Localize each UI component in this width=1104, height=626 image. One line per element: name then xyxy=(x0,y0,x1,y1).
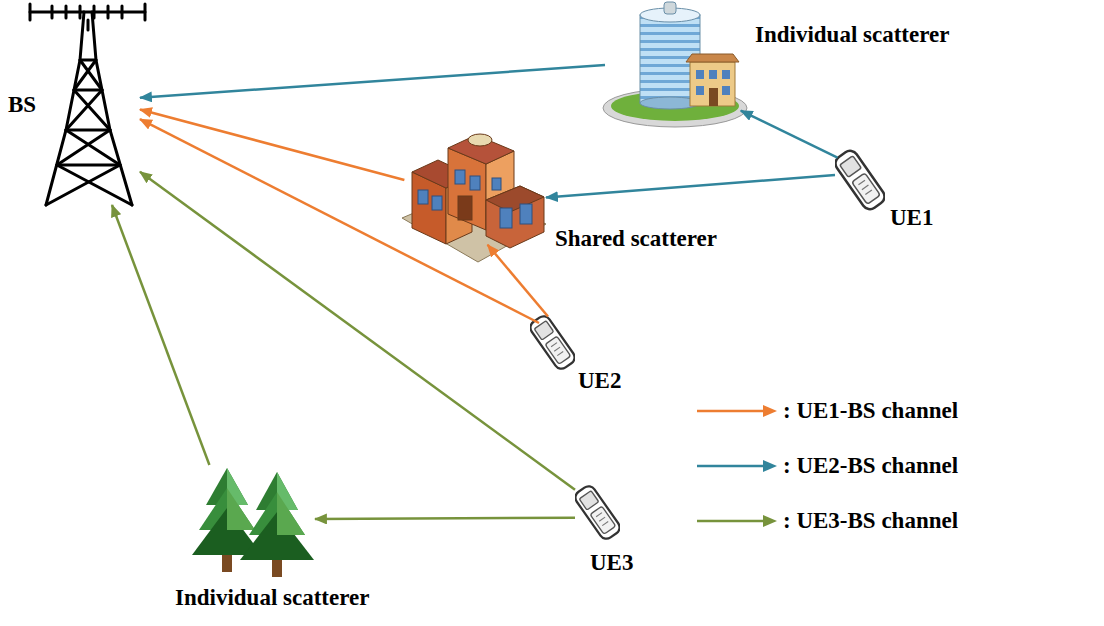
individual-scatterer: Individual scatterer xyxy=(195,465,315,580)
tower-icon xyxy=(30,4,145,205)
user-equipment: UE2 xyxy=(530,310,575,375)
legend-text: : UE3-BS channel xyxy=(783,508,958,534)
channel-arrow xyxy=(112,205,209,465)
node-label: Shared scatterer xyxy=(555,226,717,252)
phone-icon xyxy=(573,483,623,541)
legend-row: : UE2-BS channel xyxy=(695,453,958,479)
channel-arrow xyxy=(315,518,575,519)
legend-arrow xyxy=(695,399,779,423)
node-label: UE3 xyxy=(590,550,633,576)
phone-icon xyxy=(832,148,887,213)
legend-text: : UE1-BS channel xyxy=(783,398,958,424)
phone-icon xyxy=(528,313,578,371)
node-label: Individual scatterer xyxy=(755,22,949,48)
tree-icon xyxy=(192,468,314,577)
channel-arrow xyxy=(741,111,838,158)
user-equipment: UE1 xyxy=(835,145,885,215)
legend-row: : UE3-BS channel xyxy=(695,508,958,534)
individual-scatterer: Individual scatterer xyxy=(605,5,745,125)
channel-arrow xyxy=(140,109,404,180)
channel-arrow xyxy=(140,65,605,98)
shop-building-icon xyxy=(402,134,546,262)
node-label: UE2 xyxy=(578,368,621,394)
user-equipment: UE3 xyxy=(575,480,620,545)
channel-arrow xyxy=(140,119,539,323)
legend-arrow xyxy=(695,454,779,478)
node-label: Individual scatterer xyxy=(175,585,369,611)
node-label: UE1 xyxy=(890,205,933,231)
channel-arrow xyxy=(488,245,548,317)
node-label: BS xyxy=(8,92,36,118)
legend-text: : UE2-BS channel xyxy=(783,453,958,479)
base-station: BS xyxy=(40,10,140,205)
legend-arrow xyxy=(695,509,779,533)
channel-arrow xyxy=(140,172,575,490)
office-building-icon xyxy=(603,2,747,127)
channel-arrow xyxy=(546,175,835,197)
legend-row: : UE1-BS channel xyxy=(695,398,958,424)
shared-scatterer: Shared scatterer xyxy=(400,130,546,265)
